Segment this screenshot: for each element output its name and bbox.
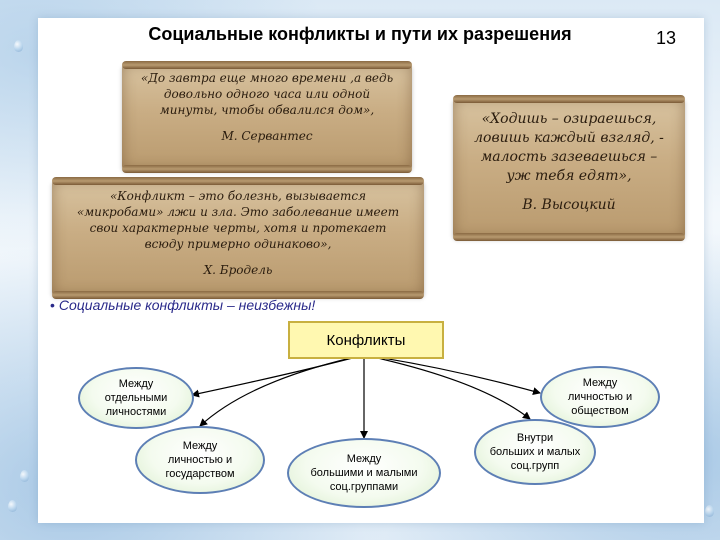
quote-line: «микробами» лжи и зла. Это заболевание и… <box>76 205 400 219</box>
node-line: личностью и <box>567 391 633 403</box>
water-drop-decoration <box>20 470 29 482</box>
quote-line: уж тебя едят», <box>506 168 632 184</box>
node-person-and-society: Между личностью и обществом <box>540 366 660 428</box>
slide-title: Социальные конфликты и пути их разрешени… <box>148 24 572 44</box>
quote-line: «Ходишь – озираешься, <box>481 111 657 127</box>
quote-scroll-vysotsky: «Ходишь – озираешься, ловишь каждый взгл… <box>453 95 685 241</box>
node-line: большими и малыми <box>310 467 418 479</box>
bullet-text: Социальные конфликты – неизбежны! <box>58 297 316 313</box>
node-line: отдельными <box>104 392 168 404</box>
connector-to-within-groups <box>363 354 531 420</box>
quote-line: «До завтра еще много времени ,а ведь <box>140 71 394 85</box>
bullet-statement: •Социальные конфликты – неизбежны! <box>50 297 315 313</box>
quote-line: свои характерные черты, хотя и протекает <box>89 221 387 235</box>
node-line: Между <box>182 440 218 452</box>
water-drop-decoration <box>705 505 714 517</box>
connector-to-state <box>199 354 365 427</box>
diagram-root-conflicts: Конфликты <box>288 321 444 359</box>
node-line: Между <box>118 378 154 390</box>
quote-line: ловишь каждый взгляд, - <box>474 130 664 146</box>
node-between-social-groups: Между большими и малыми соц.группами <box>287 438 441 508</box>
bullet-marker: • <box>50 297 55 313</box>
quote-line: минуты, чтобы обвалился дом», <box>159 103 375 117</box>
node-line: личностью и <box>167 454 233 466</box>
node-line: обществом <box>571 405 629 417</box>
page-number: 13 <box>656 28 677 48</box>
node-line: государством <box>165 468 235 480</box>
quote-line: малость зазеваешься – <box>480 149 658 165</box>
quote-scroll-braudel: «Конфликт – это болезнь, вызывается «мик… <box>52 177 424 299</box>
node-line: Внутри <box>516 432 554 444</box>
quote-author: В. Высоцкий <box>522 197 616 213</box>
node-between-individuals: Между отдельными личностями <box>78 367 194 429</box>
quote-author: М. Сервантес <box>221 129 313 143</box>
quote-line: «Конфликт – это болезнь, вызывается <box>109 189 367 203</box>
quote-line: всюду примерно одинаково», <box>144 237 332 251</box>
quote-line: довольно одного часа или одной <box>163 87 371 101</box>
quote-scroll-cervantes: «До завтра еще много времени ,а ведь дов… <box>122 61 412 173</box>
node-line: соц.группами <box>329 481 399 493</box>
water-drop-decoration <box>8 500 17 512</box>
node-line: личностями <box>105 406 167 418</box>
quote-author: Х. Бродель <box>203 263 273 277</box>
node-person-and-state: Между личностью и государством <box>135 426 265 494</box>
node-within-social-groups: Внутри больших и малых соц.групп <box>474 419 596 485</box>
node-line: Между <box>582 377 618 389</box>
node-line: соц.групп <box>510 460 560 472</box>
node-line: Между <box>346 453 382 465</box>
water-drop-decoration <box>14 40 23 52</box>
node-line: больших и малых <box>489 446 581 458</box>
